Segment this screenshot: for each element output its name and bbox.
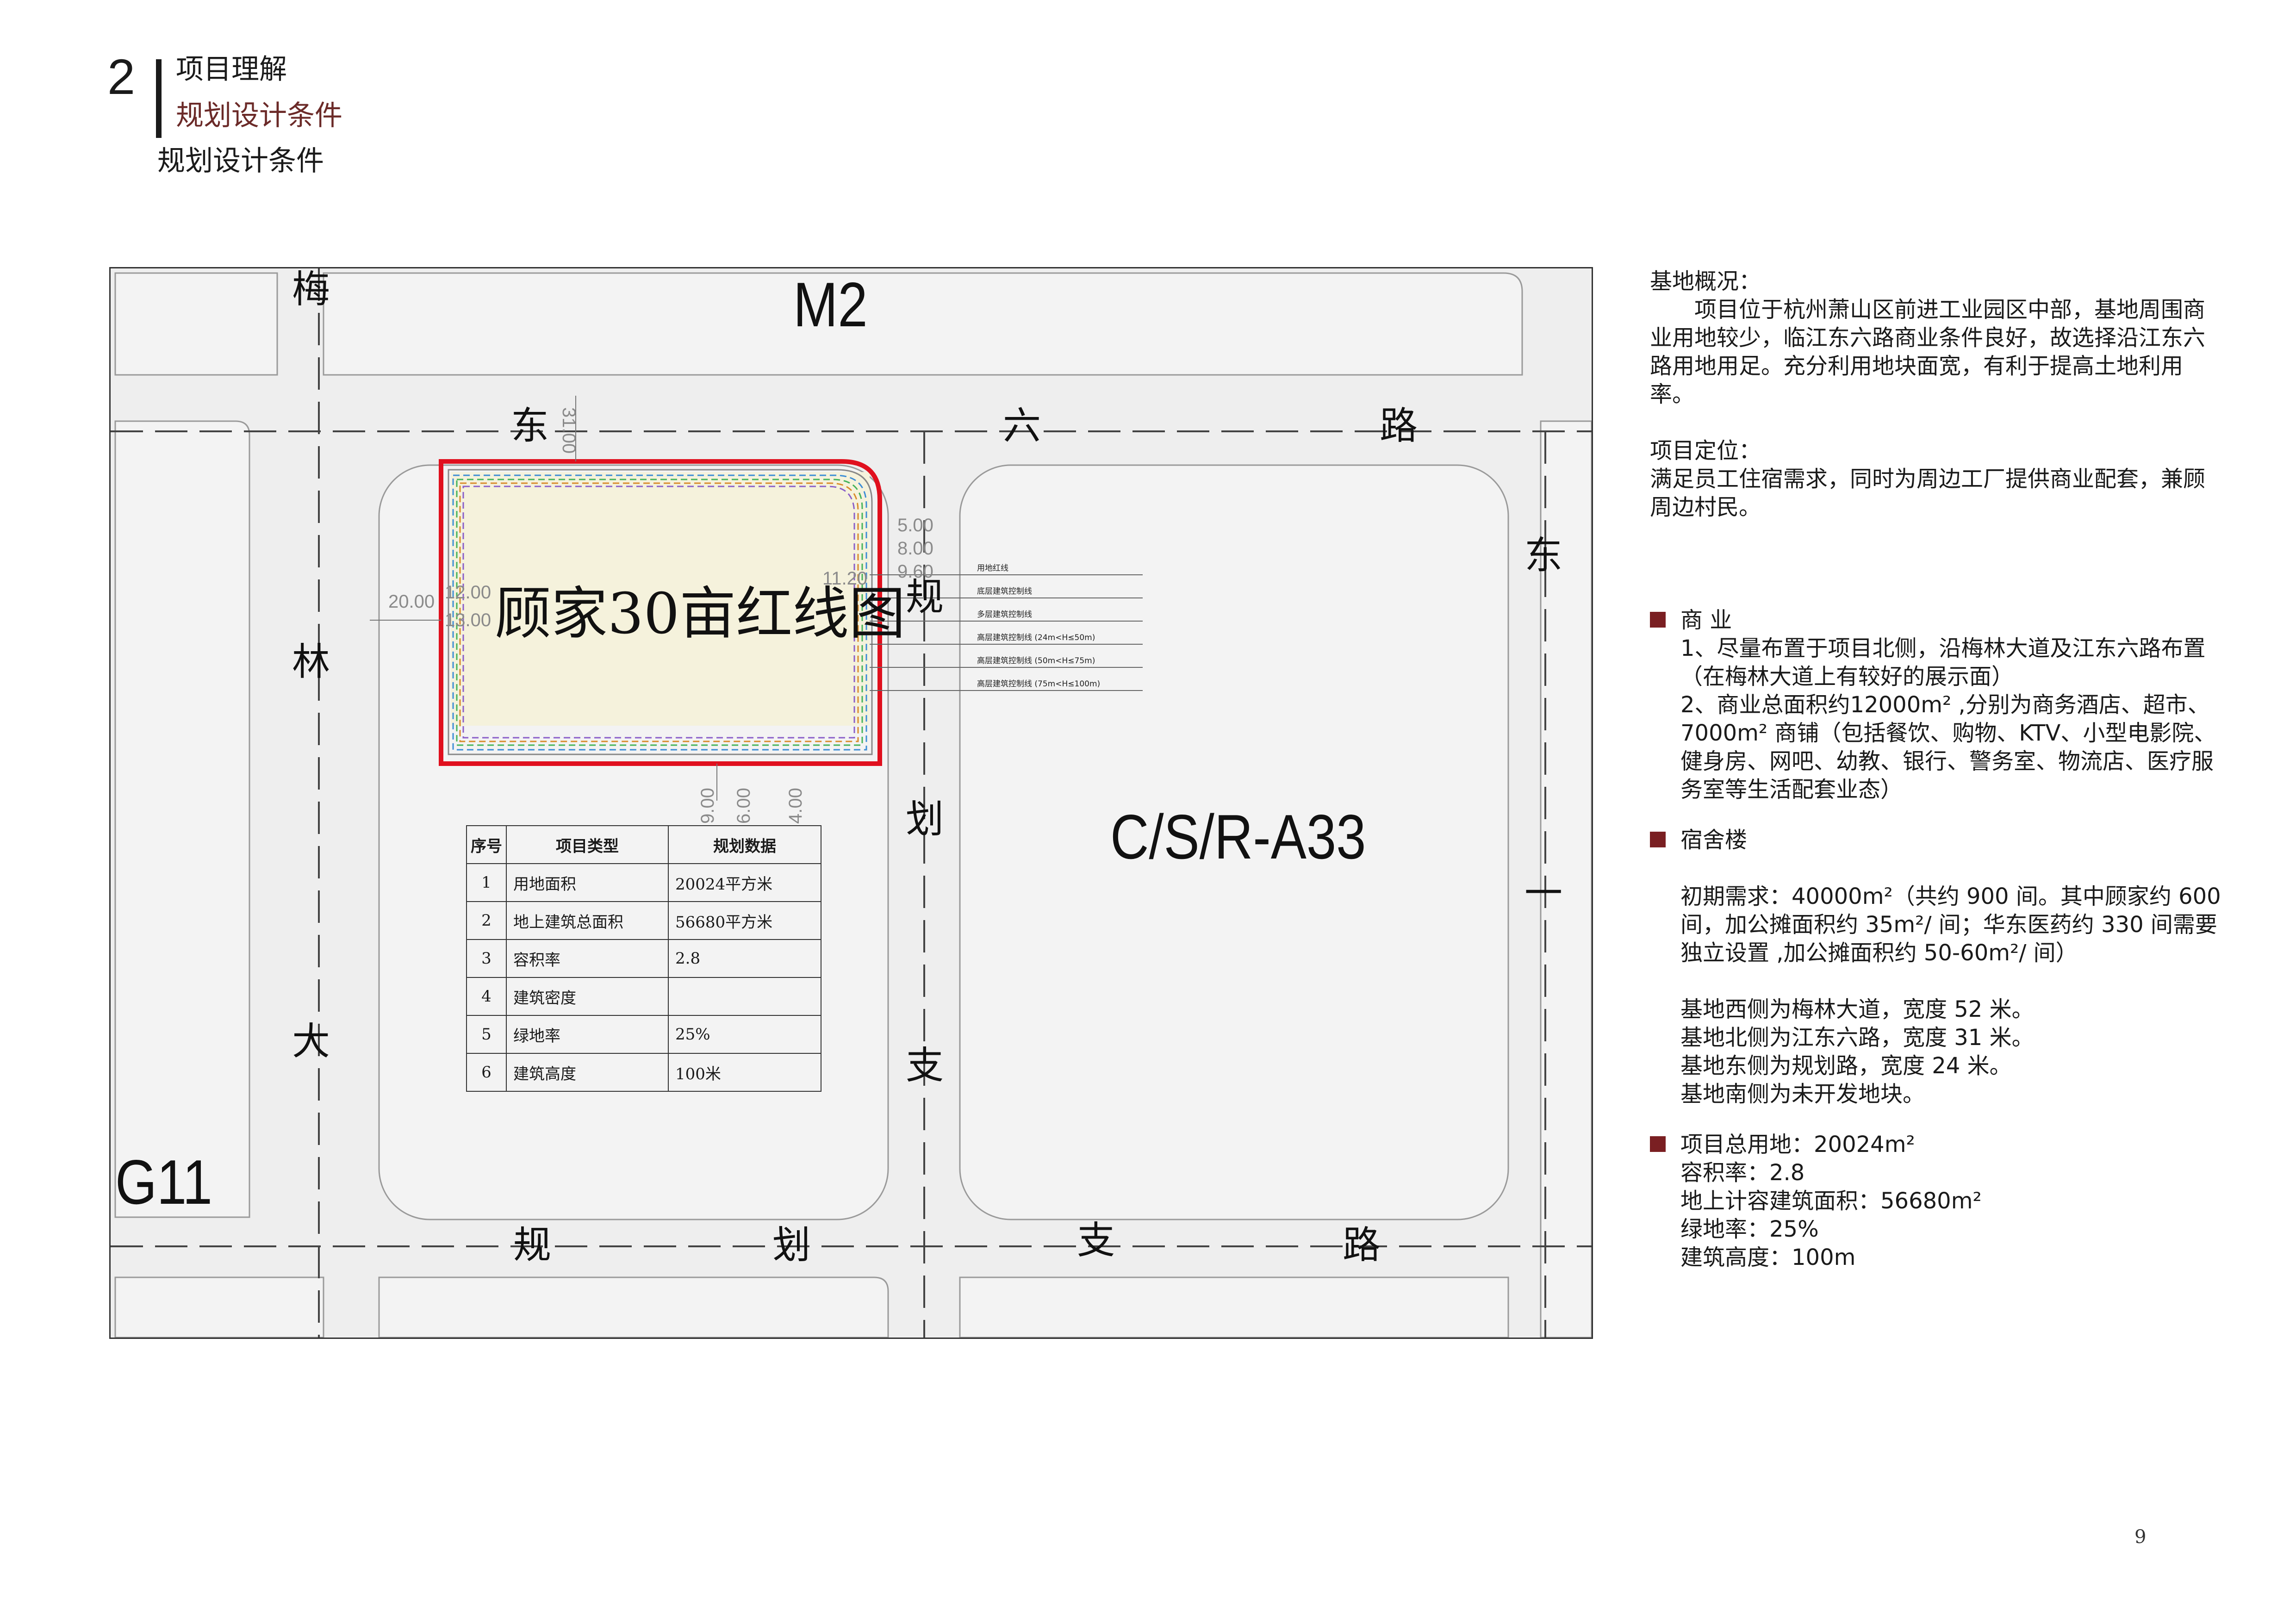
dimension-label: 20.00	[388, 591, 435, 612]
road-label-middle: 规	[906, 575, 944, 619]
table-cell: 1	[466, 863, 507, 902]
dorm-west: 基地西侧为梅林大道，宽度 52 米。	[1680, 996, 2034, 1022]
road-label-north: 路	[1380, 404, 1418, 448]
commerce-item-1: 1、尽量布置于项目北侧，沿梅林大道及江东六路布置（在梅林大道上有较好的展示面）	[1680, 635, 2206, 690]
road-label-north: 东	[511, 404, 549, 448]
table-cell	[668, 977, 821, 1016]
table-row: 3 容积率 2.8	[466, 939, 821, 978]
table-cell: 建筑高度	[506, 1053, 669, 1092]
positioning-title: 项目定位：	[1650, 438, 1761, 464]
table-row: 1 用地面积 20024平方米	[466, 863, 821, 902]
summary-gfa: 地上计容建筑面积：56680m²	[1680, 1188, 1982, 1214]
dimension-label: 5.00	[897, 515, 933, 535]
dorm-block: 宿舍楼 初期需求：40000m²（共约 900 间。其中顾家约 600 间，加公…	[1650, 826, 2224, 1108]
positioning-text: 满足员工住宿需求，同时为周边工厂提供商业配套，兼顾周边村民。	[1650, 466, 2206, 520]
bullet-square-icon	[1650, 1136, 1666, 1152]
table-cell: 56680平方米	[668, 901, 821, 940]
zone-label-east: C/S/R-A33	[1110, 802, 1366, 872]
table-header-cell: 规划数据	[668, 825, 821, 864]
site-plan: 东 六 路 梅 林 大 规 划 支 规 划 支 路 东 一 M2 C/S/R-A…	[109, 267, 1593, 1339]
zone-label-north: M2	[793, 269, 868, 340]
road-label-east: 一	[1524, 871, 1563, 915]
table-cell: 5	[466, 1015, 507, 1054]
dimension-label: 6.00	[734, 788, 754, 824]
legend-item: 底层建筑控制线	[977, 587, 1032, 596]
summary-height: 建筑高度：100m	[1680, 1244, 1856, 1270]
table-cell: 绿地率	[506, 1015, 669, 1054]
dorm-east: 基地东侧为规划路，宽度 24 米。	[1680, 1053, 2012, 1079]
road-label-middle: 支	[906, 1044, 944, 1088]
road-label-south: 划	[772, 1223, 811, 1267]
summary-land: 项目总用地：20024m²	[1680, 1132, 1915, 1157]
overview-block: 基地概况： 项目位于杭州萧山区前进工业园区中部，基地周围商业用地较少，临江东六路…	[1650, 268, 2212, 409]
road-label-south: 支	[1077, 1219, 1115, 1263]
table-cell: 6	[466, 1053, 507, 1092]
road-label-middle: 划	[906, 797, 944, 841]
table-cell: 4	[466, 977, 507, 1016]
dimension-label: 11.20	[822, 568, 868, 589]
section-divider	[156, 59, 162, 138]
commerce-item-2: 2、商业总面积约12000m² ,分别为商务酒店、超市、7000m² 商铺（包括…	[1680, 692, 2216, 803]
page-heading: 规划设计条件	[157, 145, 324, 177]
dorm-south: 基地南侧为未开发地块。	[1680, 1081, 1925, 1107]
table-cell: 25%	[668, 1015, 821, 1054]
legend-item: 多层建筑控制线	[977, 610, 1032, 619]
legend-item: 用地红线	[977, 564, 1008, 573]
dimension-label: 12.00	[445, 582, 492, 603]
table-cell: 建筑密度	[506, 977, 669, 1016]
table-cell: 地上建筑总面积	[506, 901, 669, 940]
section-number: 2	[107, 49, 136, 105]
overview-text: 项目位于杭州萧山区前进工业园区中部，基地周围商业用地较少，临江东六路商业条件良好…	[1650, 297, 2206, 407]
dorm-title: 宿舍楼	[1680, 827, 1748, 853]
site-title: 顾家30亩红线图	[495, 581, 906, 647]
bullet-square-icon	[1650, 612, 1666, 628]
section-subtitle: 规划设计条件	[176, 100, 342, 132]
dimension-label: 9.00	[697, 788, 718, 824]
commerce-block: 商 业 1、尽量布置于项目北侧，沿梅林大道及江东六路布置（在梅林大道上有较好的展…	[1650, 606, 2224, 804]
summary-far: 容积率：2.8	[1680, 1160, 1805, 1186]
summary-green: 绿地率：25%	[1680, 1216, 1819, 1242]
dimension-label: 8.00	[897, 538, 933, 559]
page-number: 9	[2134, 1526, 2147, 1548]
road-label-west: 大	[292, 1020, 330, 1064]
table-cell: 3	[466, 939, 507, 978]
table-cell: 用地面积	[506, 863, 669, 902]
table-header-row: 序号 项目类型 规划数据	[466, 825, 821, 864]
dimension-label: 9.60	[897, 561, 933, 582]
road-label-west: 梅	[292, 268, 330, 311]
road-label-north: 六	[1003, 404, 1041, 448]
dorm-north: 基地北侧为江东六路，宽度 31 米。	[1680, 1025, 2034, 1051]
table-cell: 容积率	[506, 939, 669, 978]
dimension-label: 13.00	[445, 610, 492, 630]
table-header-cell: 序号	[466, 825, 507, 864]
legend-item: 高层建筑控制线 (24m<H≤50m)	[977, 633, 1095, 642]
road-label-south: 路	[1343, 1223, 1381, 1267]
road-label-west: 林	[292, 640, 330, 684]
positioning-block: 项目定位： 满足员工住宿需求，同时为周边工厂提供商业配套，兼顾周边村民。	[1650, 437, 2212, 522]
overview-title: 基地概况：	[1650, 268, 1761, 294]
site-plan-drawing	[111, 268, 1592, 1338]
summary-block: 项目总用地：20024m² 容积率：2.8 地上计容建筑面积：56680m² 绿…	[1650, 1131, 2224, 1272]
legend-item: 高层建筑控制线 (50m<H≤75m)	[977, 656, 1095, 666]
planning-conditions-table: 序号 项目类型 规划数据 1 用地面积 20024平方米 2 地上建筑总面积 5…	[466, 825, 821, 1092]
road-label-south: 规	[513, 1223, 552, 1267]
table-cell: 2	[466, 901, 507, 940]
table-row: 5 绿地率 25%	[466, 1015, 821, 1054]
table-row: 4 建筑密度	[466, 977, 821, 1016]
section-title: 项目理解	[176, 53, 287, 86]
table-row: 2 地上建筑总面积 56680平方米	[466, 901, 821, 940]
dimension-label: 4.00	[785, 788, 806, 824]
dimension-label: 31.00	[559, 407, 579, 454]
table-header-cell: 项目类型	[506, 825, 669, 864]
bullet-square-icon	[1650, 832, 1666, 847]
table-cell: 2.8	[668, 939, 821, 978]
table-cell: 20024平方米	[668, 863, 821, 902]
legend-item: 高层建筑控制线 (75m<H≤100m)	[977, 679, 1101, 689]
dorm-demand: 初期需求：40000m²（共约 900 间。其中顾家约 600 间，加公摊面积约…	[1680, 884, 2221, 966]
table-cell: 100米	[668, 1053, 821, 1092]
zone-label-southwest: G11	[115, 1147, 212, 1217]
road-label-east: 东	[1524, 534, 1563, 578]
commerce-title: 商 业	[1680, 607, 1732, 633]
table-row: 6 建筑高度 100米	[466, 1053, 821, 1092]
